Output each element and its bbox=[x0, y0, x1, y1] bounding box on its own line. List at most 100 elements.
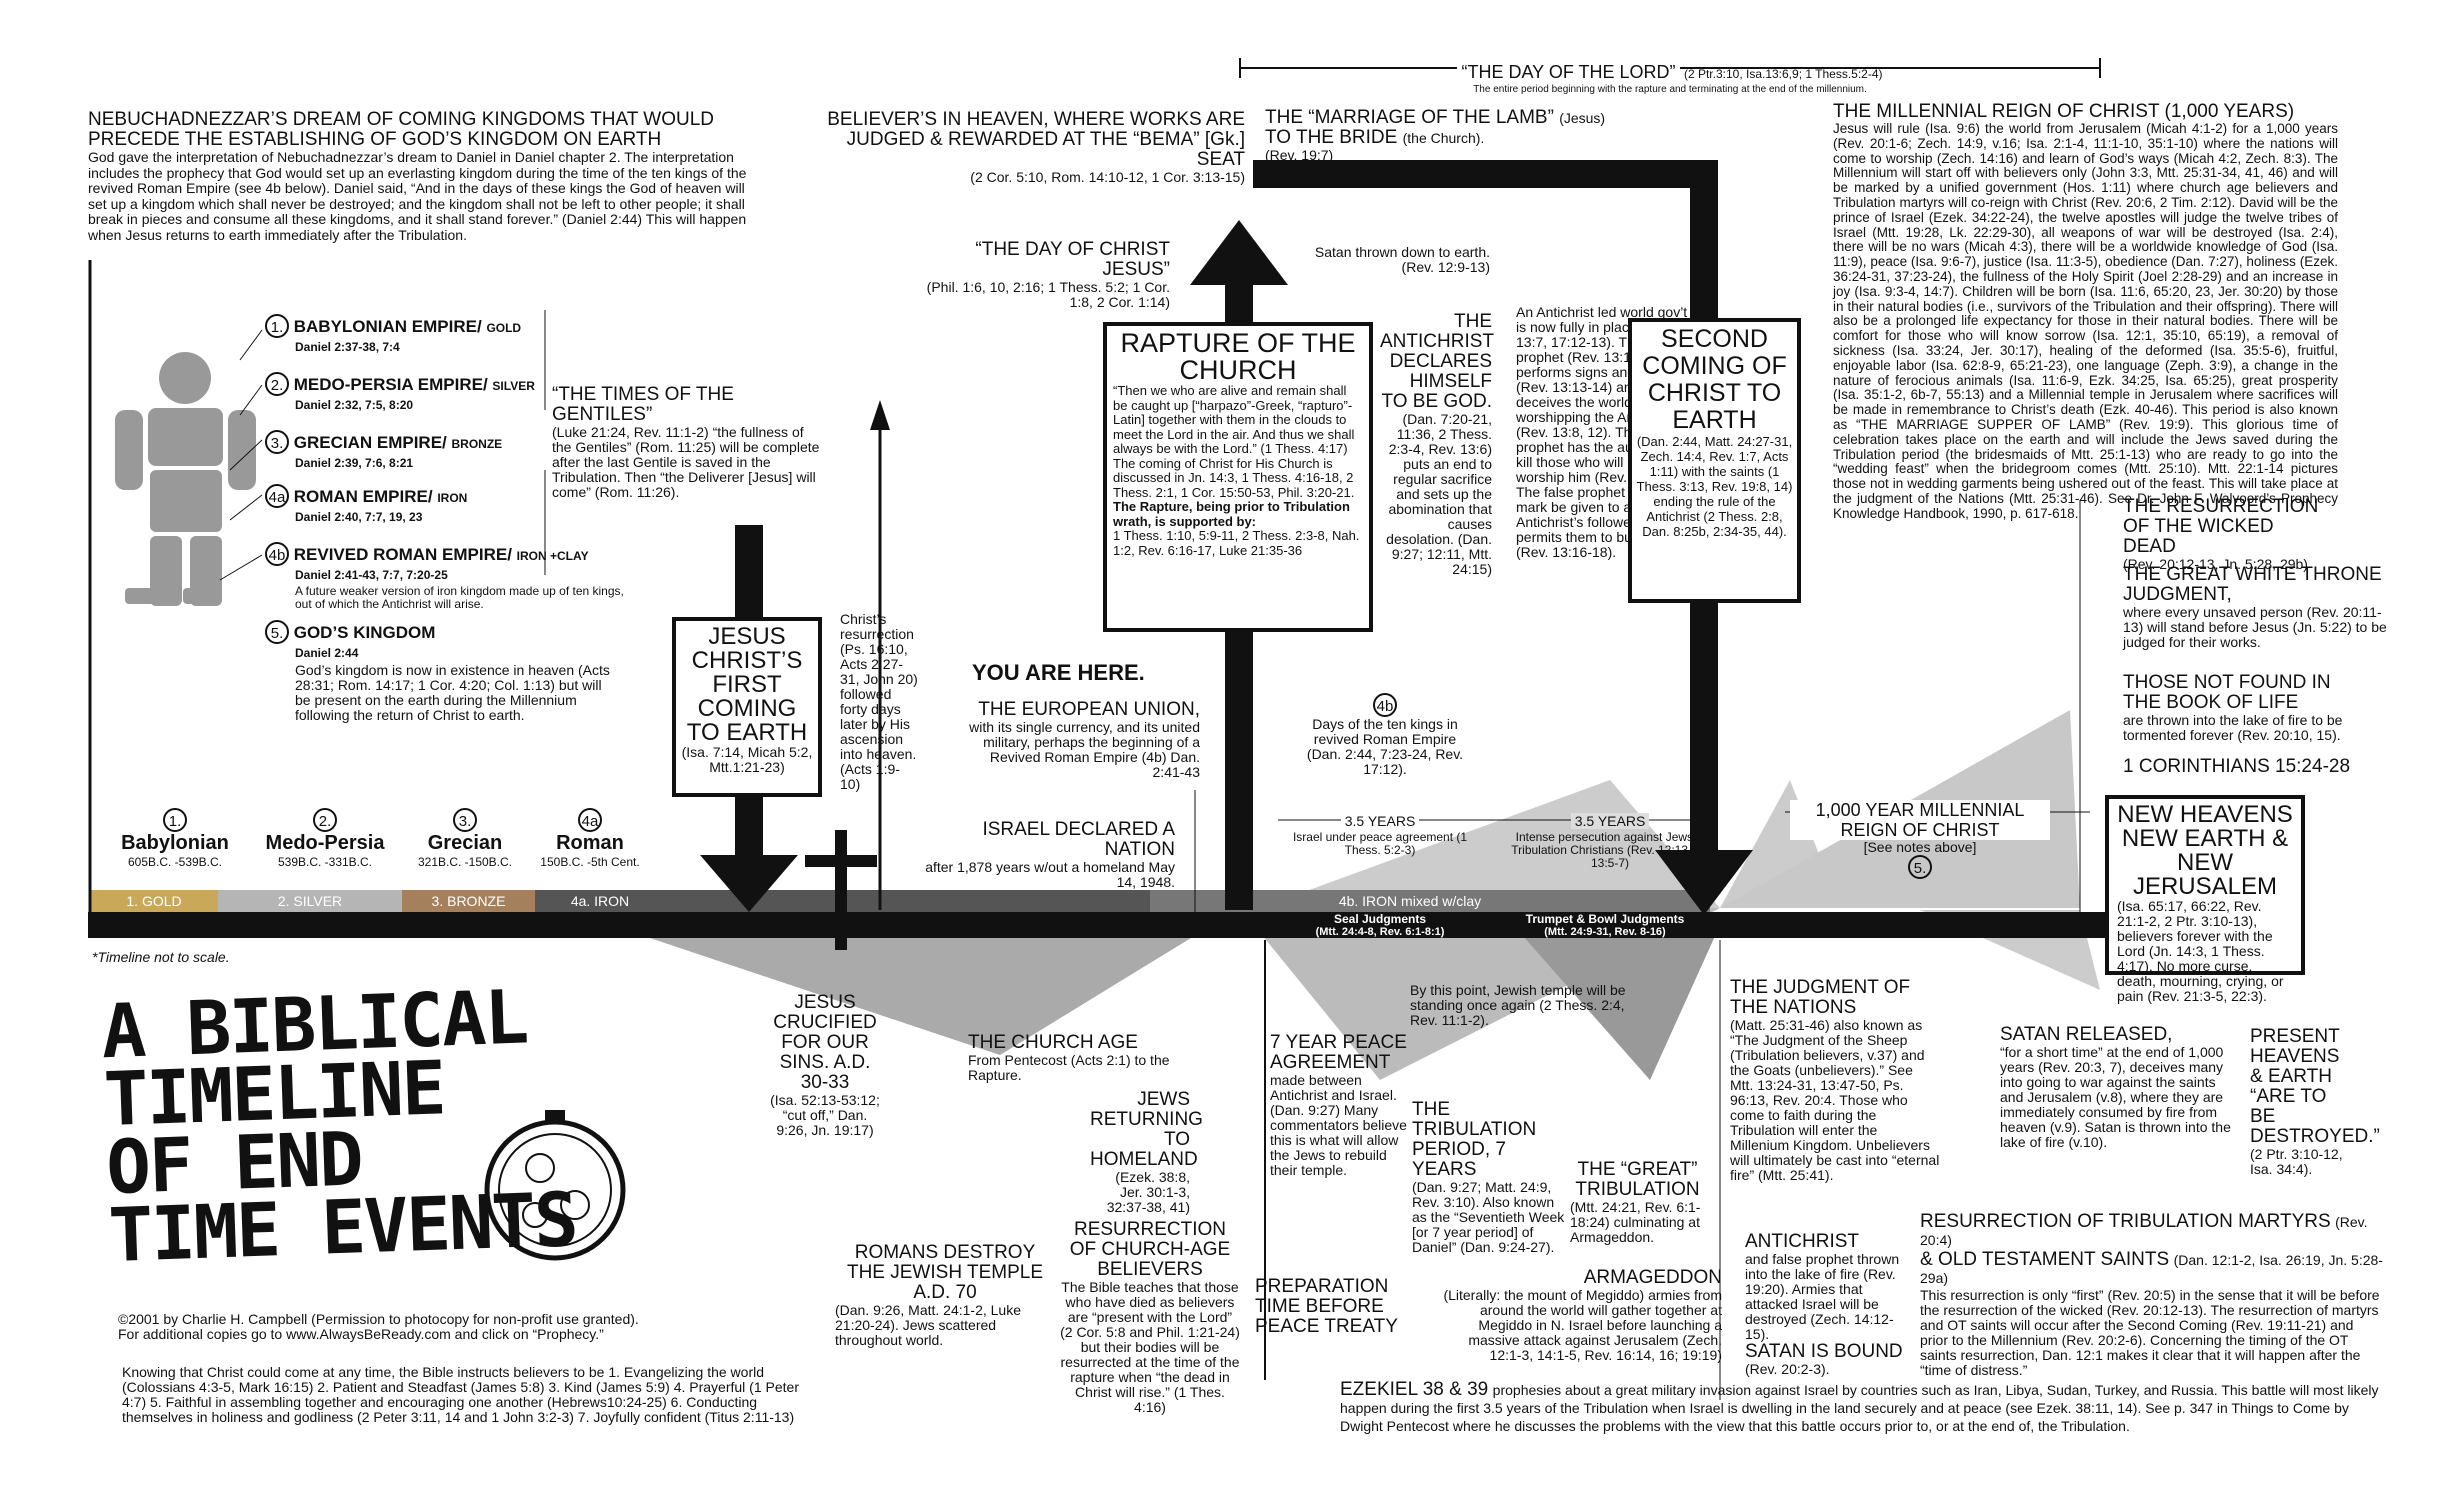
great-white-throne: THE GREAT WHITE THRONE JUDGMENT, where e… bbox=[2123, 564, 2387, 650]
church-age-body: From Pentecost (Acts 2:1) to the Rapture… bbox=[968, 1052, 1170, 1083]
ten-kings: 4b Days of the ten kings in revived Roma… bbox=[1300, 693, 1470, 777]
church-age: THE CHURCH AGE From Pentecost (Acts 2:1)… bbox=[968, 1033, 1188, 1083]
antichrist-lake: ANTICHRIST and false prophet thrown into… bbox=[1745, 1231, 1903, 1377]
day-of-christ: “THE DAY OF CHRIST JESUS” (Phil. 1:6, 10… bbox=[910, 240, 1170, 310]
times-of-gentiles: “THE TIMES OF THE GENTILES” (Luke 21:24,… bbox=[552, 385, 822, 500]
antichrist-declares-body: (Dan. 7:20-21, 11:36, 2 Thess. 2:3-4, Re… bbox=[1386, 411, 1492, 577]
christ-resurrection: Christ’s resurrection (Ps. 16:10, Acts 2… bbox=[840, 611, 918, 792]
israel-nation: ISRAEL DECLARED A NATION after 1,878 yea… bbox=[915, 820, 1175, 890]
church-age-title: THE CHURCH AGE bbox=[968, 1032, 1138, 1053]
years-left: 3.5 YEARS Israel under peace agreement (… bbox=[1292, 813, 1468, 857]
romans-destroy-title: ROMANS DESTROY THE JEWISH TEMPLE A.D. 70 bbox=[846, 1242, 1043, 1303]
resurrection-wicked: THE RESURRECTION OF THE WICKED DEAD (Rev… bbox=[2123, 496, 2319, 572]
day-of-lord-note: The entire period beginning with the rap… bbox=[1473, 84, 1867, 95]
ezekiel-note: EZEKIEL 38 & 39 prophesies about a great… bbox=[1340, 1380, 2390, 1436]
rapture-box: RAPTURE OF THE CHURCH “Then we who are a… bbox=[1103, 322, 1373, 632]
great-tribulation: THE “GREAT” TRIBULATION (Mtt. 24:21, Rev… bbox=[1570, 1160, 1705, 1245]
statue-figure-icon bbox=[115, 352, 256, 606]
jews-returning-title: JEWS RETURNING TO HOMELAND bbox=[1090, 1089, 1203, 1170]
iron-clay-bar bbox=[1150, 890, 1710, 912]
first-coming-title: JESUS CHRIST’S FIRST COMING TO EARTH bbox=[686, 623, 808, 746]
gold-bar bbox=[90, 890, 218, 912]
crucified: JESUS CRUCIFIED FOR OUR SINS. A.D. 30-33… bbox=[770, 993, 880, 1138]
first-coming-ref: (Isa. 7:14, Micah 5:2, Mtt.1:21-23) bbox=[681, 744, 813, 775]
tribulation-period: THE TRIBULATION PERIOD, 7 YEARS (Dan. 9:… bbox=[1412, 1100, 1567, 1255]
gentiles-body: (Luke 21:24, Rev. 11:1-2) “the fullness … bbox=[552, 424, 820, 500]
years-right: 3.5 YEARS Intense persecution against Je… bbox=[1511, 813, 1709, 870]
new-heavens-box: NEW HEAVENS NEW EARTH & NEW JERUSALEM (I… bbox=[2105, 795, 2305, 1004]
satan-thrown-down: Satan thrown down to earth. (Rev. 12:9-1… bbox=[1280, 245, 1490, 275]
peace-body: made between Antichrist and Israel. (Dan… bbox=[1270, 1072, 1407, 1178]
millennial-body: Jesus will rule (Isa. 9:6) the world fro… bbox=[1833, 121, 2338, 521]
knowing-text: Knowing that Christ could come at any ti… bbox=[122, 1364, 799, 1425]
romans-destroy-ref: (Dan. 9:26, Matt. 24:1-2, Luke 21:20-24)… bbox=[835, 1302, 1021, 1348]
copyright-line2: For additional copies go to www.AlwaysBe… bbox=[118, 1326, 604, 1342]
crucified-title: JESUS CRUCIFIED FOR OUR SINS. A.D. 30-33 bbox=[773, 992, 877, 1093]
rapture-refs: 1 Thess. 1:10, 5:9-11, 2 Thess. 2:3-8, N… bbox=[1113, 528, 1360, 558]
first-coming-box: JESUS CHRIST’S FIRST COMING TO EARTH (Is… bbox=[672, 617, 822, 797]
day-of-christ-ref: (Phil. 1:6, 10, 2:16; 1 Thess. 5:2; 1 Co… bbox=[926, 279, 1170, 310]
seal-shape bbox=[1260, 780, 1720, 908]
antichrist-declares: THE ANTICHRIST DECLARES HIMSELF TO BE GO… bbox=[1380, 311, 1494, 577]
you-are-here: YOU ARE HERE. bbox=[972, 660, 1145, 685]
silver-bar bbox=[218, 890, 402, 912]
rapture-support: The Rapture, being prior to Tribulation … bbox=[1113, 499, 1350, 529]
gold-bar-label: 1. GOLD bbox=[126, 893, 182, 909]
ezekiel-body: prophesies about a great military invasi… bbox=[1340, 1382, 2379, 1434]
bema-ref: (2 Cor. 5:10, Rom. 14:10-12, 1 Cor. 3:13… bbox=[970, 169, 1245, 185]
bronze-bar-label: 3. BRONZE bbox=[431, 893, 506, 909]
ezekiel-title: EZEKIEL 38 & 39 bbox=[1340, 1379, 1489, 1400]
romans-destroy: ROMANS DESTROY THE JEWISH TEMPLE A.D. 70… bbox=[835, 1243, 1055, 1348]
satan-thrown-ref: (Rev. 12:9-13) bbox=[1401, 259, 1490, 275]
day-of-lord-ref: (2 Ptr.3:10, Isa.13:6,9; 1 Thess.5:2-4) bbox=[1683, 67, 1883, 81]
millennial-reign: THE MILLENNIAL REIGN OF CHRIST (1,000 YE… bbox=[1833, 101, 2338, 521]
gentiles-title: “THE TIMES OF THE GENTILES” bbox=[552, 384, 734, 425]
crucified-ref: (Isa. 52:13-53:12; “cut off,” Dan. 9:26,… bbox=[770, 1092, 880, 1138]
jews-returning: JEWS RETURNING TO HOMELAND (Ezek. 38:8, … bbox=[1090, 1089, 1203, 1215]
jews-returning-ref: (Ezek. 38:8, Jer. 30:1-3, 32:37-38, 41) bbox=[1106, 1169, 1190, 1215]
armageddon: ARMAGEDDON (Literally: the mount of Megi… bbox=[1440, 1268, 1722, 1363]
preparation-time: PREPARATION TIME BEFORE PEACE TREATY bbox=[1255, 1276, 1398, 1337]
satan-thrown-title: Satan thrown down to earth. bbox=[1314, 244, 1490, 260]
european-union: THE EUROPEAN UNION, with its single curr… bbox=[960, 700, 1200, 780]
second-coming-title: SECOND COMING OF CHRIST TO EARTH bbox=[1642, 325, 1787, 434]
present-heavens: PRESENT HEAVENS & EARTH “ARE TO BE DESTR… bbox=[2250, 1026, 2380, 1177]
tribulation-title: THE TRIBULATION PERIOD, 7 YEARS bbox=[1412, 1099, 1537, 1180]
armageddon-body: (Literally: the mount of Megiddo) armies… bbox=[1443, 1287, 1722, 1363]
second-coming-body: (Dan. 2:44, Matt. 24:27-31, Zech. 14:4, … bbox=[1636, 434, 1793, 539]
iron-bar-label: 4a. IRON bbox=[570, 893, 630, 909]
great-tribulation-title: THE “GREAT” TRIBULATION bbox=[1575, 1159, 1700, 1200]
bema-title: BELIEVER’S IN HEAVEN, WHERE WORKS ARE JU… bbox=[827, 109, 1245, 170]
israel-title: ISRAEL DECLARED A NATION bbox=[982, 819, 1175, 860]
corinthians-ref: 1 CORINTHIANS 15:24-28 bbox=[2123, 756, 2351, 777]
main-timeline bbox=[88, 912, 2118, 938]
great-tribulation-body: (Mtt. 24:21, Rev. 6:1-18:24) culminating… bbox=[1570, 1199, 1701, 1245]
bema-seat: BELIEVER’S IN HEAVEN, WHERE WORKS ARE JU… bbox=[800, 110, 1245, 185]
day-of-lord: “THE DAY OF THE LORD” (2 Ptr.3:10, Isa.1… bbox=[1260, 62, 2080, 96]
not-to-scale-note: *Timeline not to scale. bbox=[92, 949, 230, 965]
resurrection-church: RESURRECTION OF CHURCH-AGE BELIEVERS The… bbox=[1060, 1220, 1240, 1415]
day-of-christ-title: “THE DAY OF CHRIST JESUS” bbox=[975, 239, 1170, 280]
copyright: ©2001 by Charlie H. Campbell (Permission… bbox=[118, 1312, 718, 1342]
pocket-watch-icon bbox=[484, 1110, 626, 1261]
trumpet-judgments: Trumpet & Bowl Judgments (Mtt. 24:9-31, … bbox=[1525, 912, 1685, 939]
tribulation-body: (Dan. 9:27; Matt. 24:9, Rev. 3:10). Also… bbox=[1412, 1179, 1565, 1255]
nebuchadnezzar-section: NEBUCHADNEZZAR’S DREAM OF COMING KINGDOM… bbox=[88, 110, 748, 243]
great-tribulation-shape bbox=[1500, 910, 1720, 1080]
resurrection-martyrs: RESURRECTION OF TRIBULATION MARTYRS (Rev… bbox=[1920, 1211, 2383, 1378]
ten-kings-body: Days of the ten kings in revived Roman E… bbox=[1306, 716, 1464, 777]
main-title: A BIBLICAL TIMELINE OF END TIME EVENTS bbox=[100, 974, 578, 1279]
not-found-book: THOSE NOT FOUND IN THE BOOK OF LIFE are … bbox=[2123, 672, 2343, 743]
antichrist-declares-title: THE ANTICHRIST DECLARES HIMSELF TO BE GO… bbox=[1380, 311, 1494, 412]
bronze-bar bbox=[402, 890, 535, 912]
church-age-shape bbox=[560, 908, 1240, 1055]
